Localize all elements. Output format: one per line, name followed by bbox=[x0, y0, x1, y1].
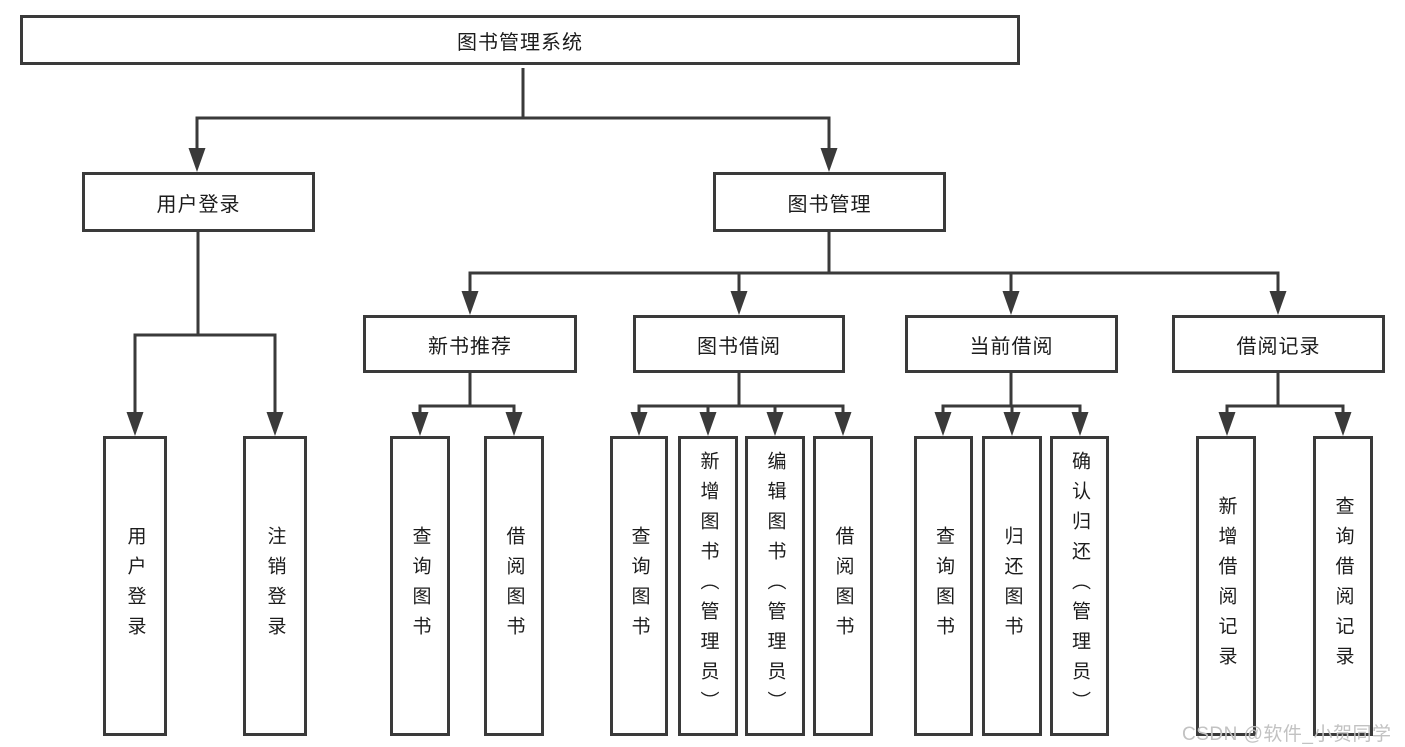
node-label: 新增图书（管理员） bbox=[697, 451, 719, 721]
node-label: 归还图书 bbox=[1001, 526, 1023, 646]
leaf-borrow-books-recommend: 借阅图书 bbox=[484, 436, 544, 736]
node-book-borrow: 图书借阅 bbox=[633, 315, 845, 373]
node-label: 用户登录 bbox=[156, 193, 241, 216]
connector-borrowrecords-to-leaves bbox=[1218, 373, 1352, 436]
connector-currentborrow-to-leaves bbox=[934, 373, 1089, 436]
node-current-borrow: 当前借阅 bbox=[905, 315, 1118, 373]
node-library-system: 图书管理系统 bbox=[20, 15, 1020, 65]
connector-root-to-level2 bbox=[188, 68, 838, 172]
leaf-edit-books-admin: 编辑图书（管理员） bbox=[745, 436, 805, 736]
node-borrow-records: 借阅记录 bbox=[1172, 315, 1385, 373]
node-label: 图书管理 bbox=[787, 193, 872, 216]
connector-newbooks-to-leaves bbox=[411, 373, 523, 436]
leaf-add-books-admin: 新增图书（管理员） bbox=[678, 436, 738, 736]
node-label: 查询图书 bbox=[409, 526, 431, 646]
node-label: 用户登录 bbox=[124, 526, 146, 646]
node-label: 新书推荐 bbox=[428, 335, 512, 358]
leaf-return-books: 归还图书 bbox=[982, 436, 1042, 736]
leaf-query-books-borrow: 查询图书 bbox=[610, 436, 668, 736]
leaf-query-books-current: 查询图书 bbox=[914, 436, 973, 736]
node-book-management-branch: 图书管理 bbox=[713, 172, 946, 232]
node-label: 图书管理系统 bbox=[457, 31, 583, 54]
connector-userlogin-to-leaves bbox=[126, 232, 284, 436]
leaf-query-borrow-record: 查询借阅记录 bbox=[1313, 436, 1373, 736]
node-label: 查询借阅记录 bbox=[1332, 496, 1354, 676]
node-label: 注销登录 bbox=[264, 526, 286, 646]
node-label: 查询图书 bbox=[628, 526, 650, 646]
leaf-logout: 注销登录 bbox=[243, 436, 307, 736]
connector-bookmgmt-to-level3 bbox=[461, 232, 1287, 315]
leaf-user-login: 用户登录 bbox=[103, 436, 167, 736]
node-label: 查询图书 bbox=[933, 526, 954, 646]
node-label: 确认归还（管理员） bbox=[1069, 451, 1090, 721]
node-label: 借阅图书 bbox=[503, 526, 525, 646]
node-label: 编辑图书（管理员） bbox=[764, 451, 786, 721]
csdn-watermark: CSDN @软件_小贺同学 bbox=[1182, 724, 1392, 745]
connector-bookborrow-to-leaves bbox=[630, 373, 852, 436]
leaf-query-books-recommend: 查询图书 bbox=[390, 436, 450, 736]
node-label: 借阅图书 bbox=[832, 526, 854, 646]
node-user-login-branch: 用户登录 bbox=[82, 172, 315, 232]
node-label: 新增借阅记录 bbox=[1215, 496, 1237, 676]
node-new-book-recommend: 新书推荐 bbox=[363, 315, 577, 373]
leaf-borrow-books: 借阅图书 bbox=[813, 436, 873, 736]
leaf-add-borrow-record: 新增借阅记录 bbox=[1196, 436, 1256, 736]
node-label: 借阅记录 bbox=[1236, 335, 1321, 358]
leaf-confirm-return-admin: 确认归还（管理员） bbox=[1050, 436, 1109, 736]
node-label: 当前借阅 bbox=[969, 335, 1054, 358]
node-label: 图书借阅 bbox=[697, 335, 781, 358]
